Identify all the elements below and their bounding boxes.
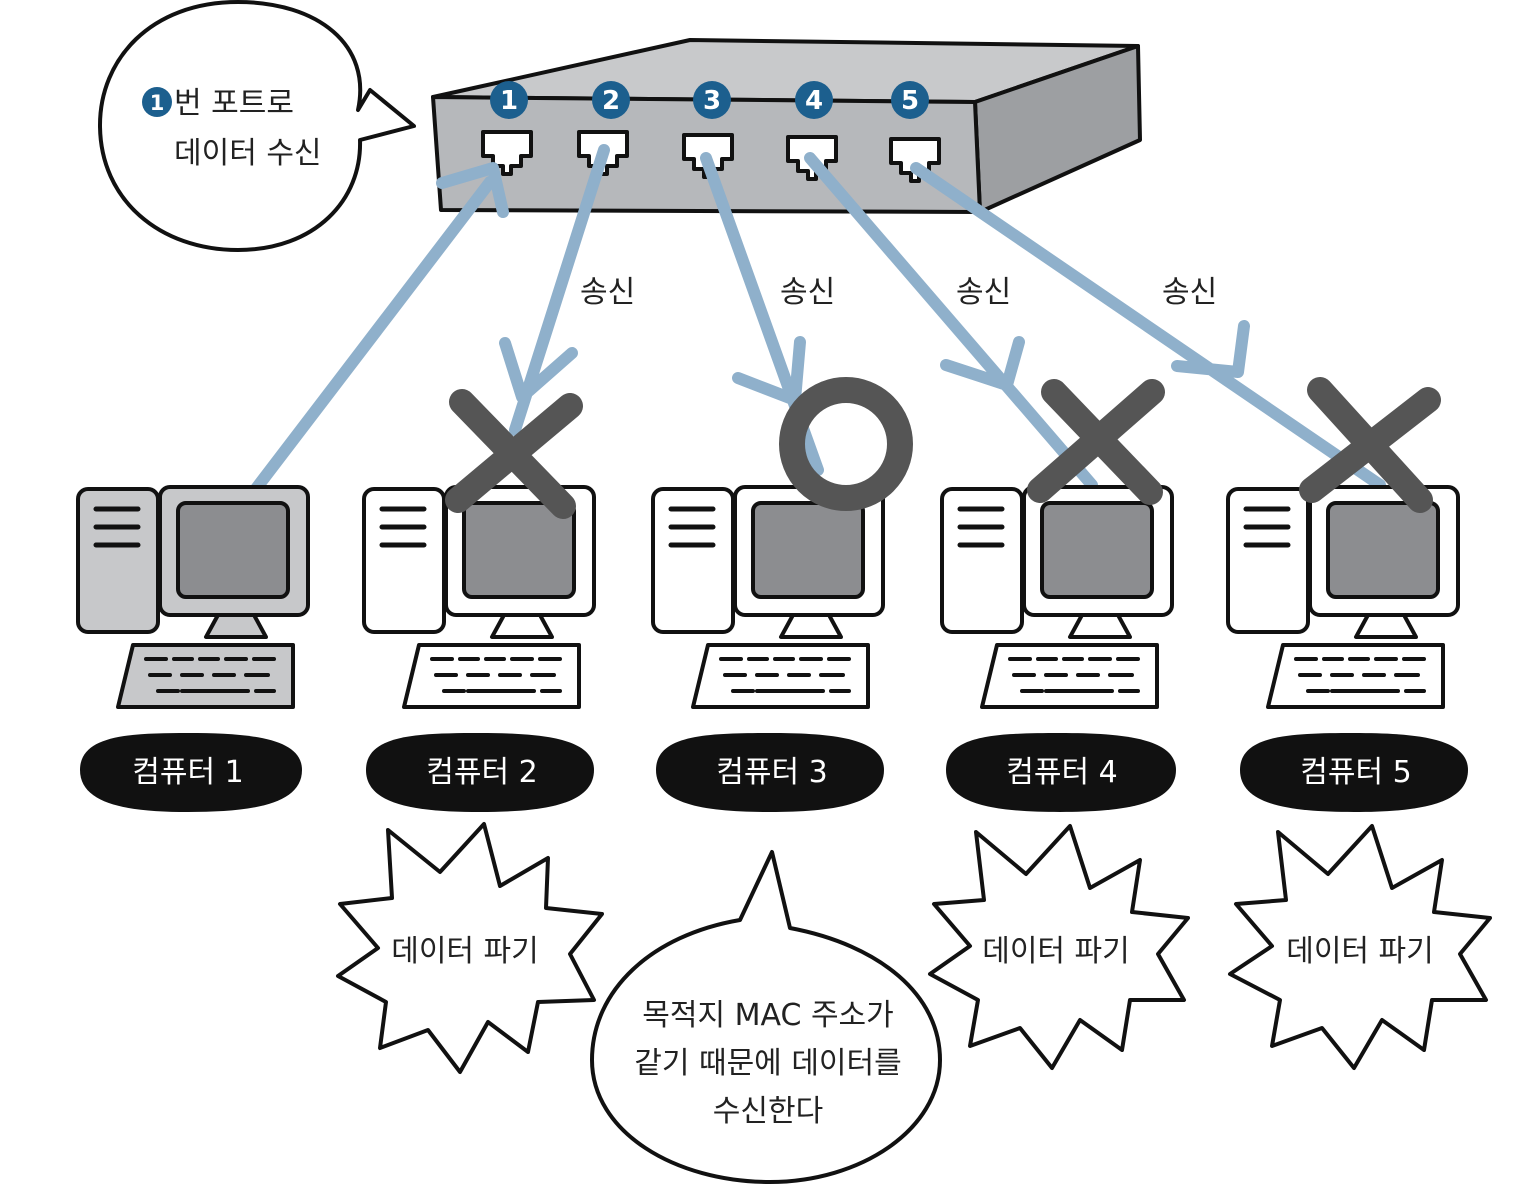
port-number: 4	[805, 86, 823, 116]
send-label-port-3: 송신	[780, 275, 835, 310]
monitor-stand	[1068, 613, 1132, 639]
tower-slot-icon	[1243, 506, 1291, 548]
accept-bubble-line-2: 같기 때문에 데이터를	[634, 1046, 901, 1081]
port-number-badge	[592, 81, 630, 119]
port-marker-number: 1	[150, 91, 165, 115]
computer-2	[362, 485, 596, 709]
computer-3-name: 컴퓨터 3	[716, 755, 827, 790]
accept-bubble-line-1: 목적지 MAC 주소가	[642, 998, 894, 1033]
label-pill	[366, 733, 594, 812]
label-pill	[80, 733, 302, 812]
discard-burst-computer-2: 데이터 파기	[336, 822, 604, 1074]
receive-bubble-line-2: 데이터 수신	[174, 136, 322, 171]
computer-2-name: 컴퓨터 2	[426, 755, 537, 790]
port-number-badge	[891, 81, 929, 119]
discard-label: 데이터 파기	[391, 934, 539, 969]
pc-screen	[1326, 501, 1440, 599]
reject-mark-computer-2	[445, 389, 583, 519]
keyboard-keys-icon	[144, 657, 276, 693]
computer-1-name: 컴퓨터 1	[132, 755, 243, 790]
computer-4	[940, 485, 1174, 709]
port-number: 5	[901, 86, 919, 116]
discard-label: 데이터 파기	[982, 934, 1130, 969]
accept-bubble-line-3: 수신한다	[713, 1094, 823, 1129]
cable-port-2-to-computer-2	[499, 144, 610, 436]
starburst-shape	[336, 822, 604, 1074]
switch-port-3: 3	[682, 81, 734, 179]
port-number: 1	[500, 86, 518, 116]
computer-1	[76, 485, 310, 709]
monitor-stand	[779, 613, 843, 639]
speech-bubble-shape	[98, 0, 416, 252]
keyboard-keys-icon	[1294, 657, 1426, 693]
cable-computer-1-to-port-1	[249, 162, 509, 496]
accept-mark-computer-3	[779, 377, 913, 511]
monitor-stand	[204, 613, 268, 639]
label-pill	[656, 733, 884, 812]
reject-mark-computer-5	[1299, 377, 1441, 513]
send-label-port-5: 송신	[1162, 275, 1217, 310]
cable-port-4-to-computer-4	[804, 152, 1098, 491]
label-pill	[1240, 733, 1468, 812]
accept-speech-bubble: 목적지 MAC 주소가 같기 때문에 데이터를 수신한다	[590, 850, 942, 1184]
receive-bubble-line-1: 번 포트로	[174, 86, 294, 121]
computer-5-name: 컴퓨터 5	[1300, 755, 1411, 790]
network-switch	[431, 38, 1142, 214]
port-number: 3	[703, 86, 721, 116]
port-marker-badge	[142, 87, 172, 117]
computer-5-label: 컴퓨터 5	[1240, 733, 1468, 812]
label-pill	[946, 733, 1176, 812]
monitor-stand	[490, 613, 554, 639]
port-number-badge	[490, 81, 528, 119]
tower-slot-icon	[93, 506, 141, 548]
computer-3-label: 컴퓨터 3	[656, 733, 884, 812]
keyboard-keys-icon	[719, 657, 851, 693]
keyboard-keys-icon	[1008, 657, 1140, 693]
send-label-port-4: 송신	[956, 275, 1011, 310]
tower-slot-icon	[957, 506, 1005, 548]
computer-3	[651, 485, 885, 709]
discard-burst-computer-5: 데이터 파기	[1228, 824, 1492, 1070]
speech-bubble-shape	[590, 850, 942, 1184]
computer-4-label: 컴퓨터 4	[946, 733, 1176, 812]
reject-mark-computer-4	[1027, 379, 1165, 505]
port-number: 2	[602, 86, 620, 116]
receive-speech-bubble: 1 번 포트로 데이터 수신	[98, 0, 416, 252]
tower-slot-icon	[379, 506, 427, 548]
pc-screen	[176, 501, 290, 599]
cables	[249, 144, 1386, 496]
computer-1-label: 컴퓨터 1	[80, 733, 302, 812]
monitor-stand	[1354, 613, 1418, 639]
computer-2-label: 컴퓨터 2	[366, 733, 594, 812]
cross-icon	[1299, 377, 1441, 513]
circle-o-icon	[779, 377, 913, 511]
pc-screen	[1040, 501, 1154, 599]
tower-slot-icon	[668, 506, 716, 548]
pc-screen	[462, 501, 576, 599]
starburst-shape	[1228, 824, 1492, 1070]
starburst-shape	[928, 824, 1190, 1070]
port-number-badge	[795, 81, 833, 119]
discard-label: 데이터 파기	[1286, 934, 1434, 969]
cross-icon	[445, 389, 583, 519]
keyboard-keys-icon	[430, 657, 562, 693]
computer-5	[1226, 485, 1460, 709]
discard-burst-computer-4: 데이터 파기	[928, 824, 1190, 1070]
switch-port-1: 1	[481, 81, 533, 176]
pc-screen	[751, 501, 865, 599]
send-label-port-2: 송신	[580, 275, 635, 310]
computer-4-name: 컴퓨터 4	[1006, 755, 1117, 790]
cross-icon	[1027, 379, 1165, 505]
cable-port-5-to-computer-5	[910, 162, 1386, 491]
port-number-badge	[693, 81, 731, 119]
